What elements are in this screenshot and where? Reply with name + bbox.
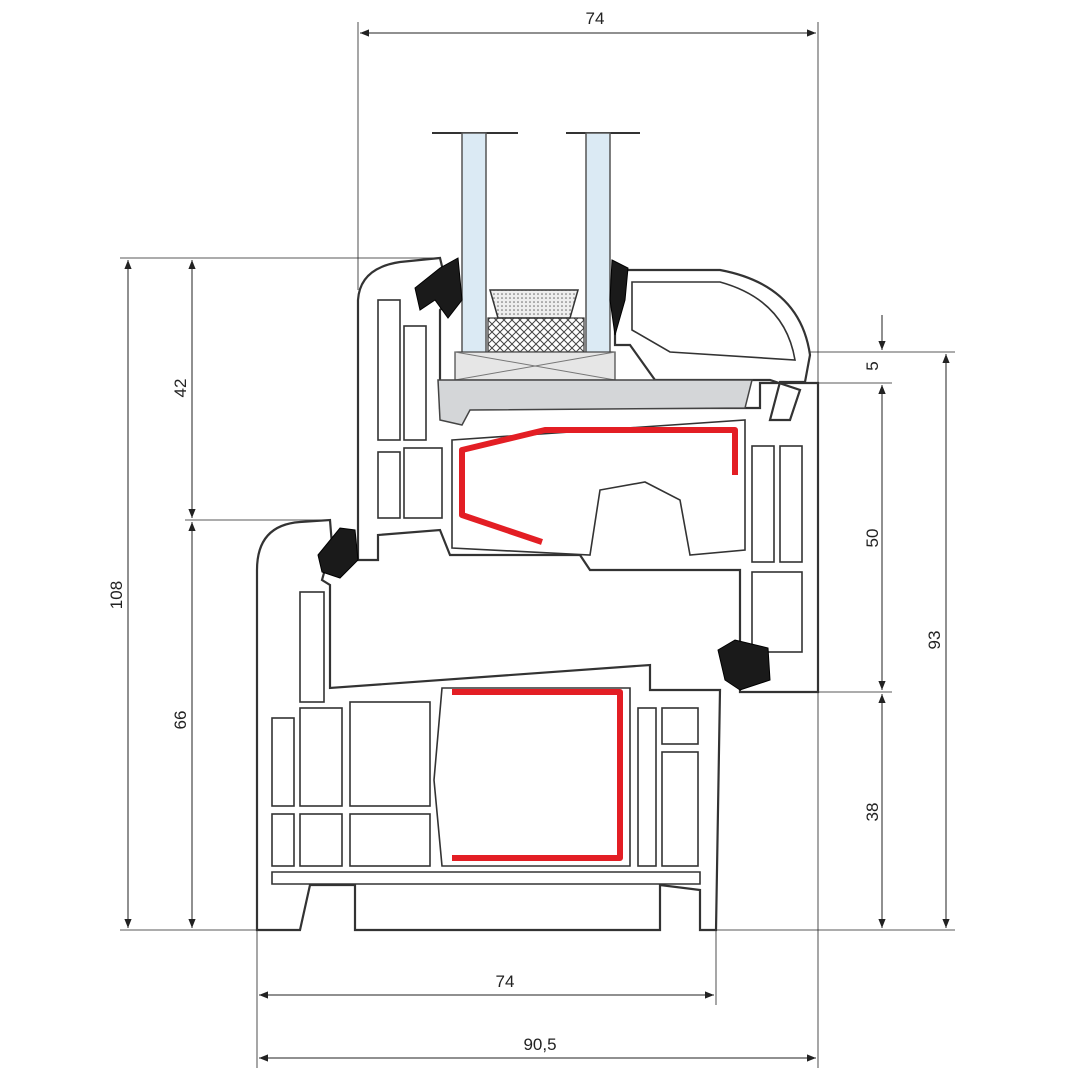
dimension-93: 93	[925, 354, 950, 928]
dim-label: 74	[586, 9, 605, 28]
dim-label: 38	[863, 803, 882, 822]
gaskets	[317, 257, 771, 691]
dimension-38: 38	[863, 694, 886, 928]
dimension-90-5: 90,5	[259, 1035, 816, 1062]
dim-label: 42	[171, 379, 190, 398]
dim-label: 90,5	[523, 1035, 556, 1054]
dim-label: 66	[171, 711, 190, 730]
dimension-5: 5	[863, 315, 886, 420]
dim-label: 5	[863, 361, 882, 370]
dim-label: 74	[496, 972, 515, 991]
glass-pane-inner	[585, 132, 611, 354]
sash-profile	[356, 256, 820, 694]
glazing-unit	[432, 132, 640, 381]
frame-steel-reinforcement	[452, 689, 623, 861]
dimension-bottom-74: 74	[259, 972, 714, 999]
glass-pane-outer	[461, 132, 487, 354]
dimension-50: 50	[863, 385, 886, 690]
glazing-bead	[437, 379, 753, 426]
dim-label: 108	[107, 581, 126, 609]
dimension-66: 66	[171, 522, 196, 928]
secondary-seal	[487, 317, 585, 353]
dim-label: 50	[863, 529, 882, 548]
dimension-top-74: 74	[360, 9, 816, 37]
dimension-42: 42	[171, 260, 196, 518]
dim-label: 93	[925, 631, 944, 650]
sash-steel-reinforcement	[459, 427, 738, 545]
spacer-bar	[489, 289, 579, 319]
dimension-108: 108	[107, 260, 132, 928]
frame-profile	[255, 518, 722, 932]
